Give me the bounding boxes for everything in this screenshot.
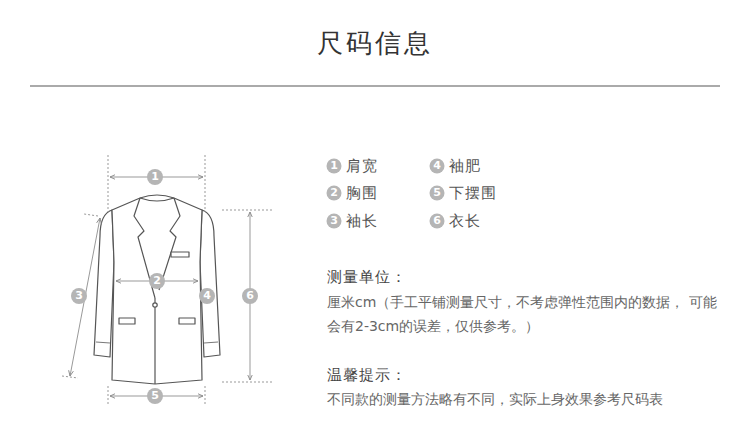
jacket: [94, 195, 220, 384]
legend-text: 下摆围: [449, 184, 497, 202]
legend-number: 4: [433, 159, 441, 172]
callout-number: 3: [75, 289, 83, 302]
note-text: 不同款的测量方法略有不同，实际上身效果参考尺码表: [327, 387, 737, 411]
callout-circles: [71, 159, 445, 405]
legend-number: 5: [433, 186, 441, 199]
legend-text: 袖肥: [449, 157, 481, 175]
legend-text: 肩宽: [346, 157, 378, 175]
divider-line: [30, 85, 720, 87]
callout-number: 6: [246, 289, 254, 302]
callout-number: 5: [151, 389, 159, 402]
legend-number: 3: [330, 214, 338, 227]
note-heading: 测量单位：: [327, 268, 407, 286]
legend-text: 衣长: [449, 212, 481, 230]
legend-text: 袖长: [346, 212, 378, 230]
legend-number: 6: [433, 214, 441, 227]
legend-number: 2: [330, 186, 338, 199]
page-title: 尺码信息: [317, 28, 433, 59]
callout-number: 2: [153, 274, 161, 287]
note-text: 厘米cm（手工平铺测量尺寸，不考虑弹性范围内的数据， 可能会有2-3cm的误差，…: [327, 290, 719, 338]
dimension-lines: [62, 155, 272, 406]
legend-number: 1: [330, 159, 338, 172]
callout-number: 4: [203, 289, 211, 302]
note-heading: 温馨提示：: [327, 366, 407, 384]
callout-number: 1: [151, 170, 159, 183]
legend-text: 胸围: [346, 184, 378, 202]
